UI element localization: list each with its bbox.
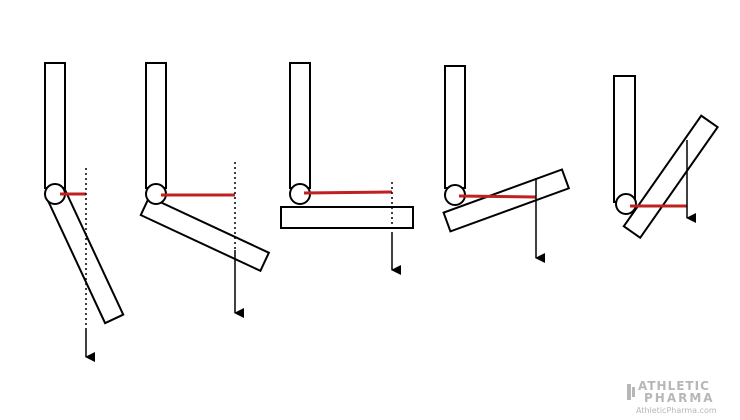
panel-5 bbox=[613, 75, 720, 240]
panel-2 bbox=[139, 62, 271, 318]
lower-segment bbox=[622, 114, 720, 240]
upper-segment bbox=[145, 62, 167, 189]
moment-arm-line bbox=[458, 194, 537, 199]
joint-pivot bbox=[615, 193, 637, 215]
watermark-line1: ATHLETIC bbox=[638, 379, 710, 393]
upper-segment bbox=[44, 62, 66, 189]
lower-segment bbox=[280, 206, 414, 229]
lower-segment bbox=[442, 168, 571, 233]
watermark-url: AthleticPharma.com bbox=[636, 406, 717, 415]
panel-4 bbox=[442, 65, 571, 263]
panel-3 bbox=[280, 62, 414, 275]
watermark-line2: PHARMA bbox=[644, 391, 715, 405]
upper-segment bbox=[613, 75, 636, 203]
panel-1 bbox=[44, 62, 125, 362]
upper-segment bbox=[289, 62, 311, 189]
dumbbell-icon bbox=[627, 384, 635, 400]
lower-segment bbox=[44, 186, 125, 325]
watermark-logo: ATHLETIC PHARMA AthleticPharma.com bbox=[626, 376, 738, 418]
lower-segment bbox=[139, 195, 271, 273]
upper-segment bbox=[444, 65, 466, 189]
moment-arm-line bbox=[303, 190, 393, 195]
